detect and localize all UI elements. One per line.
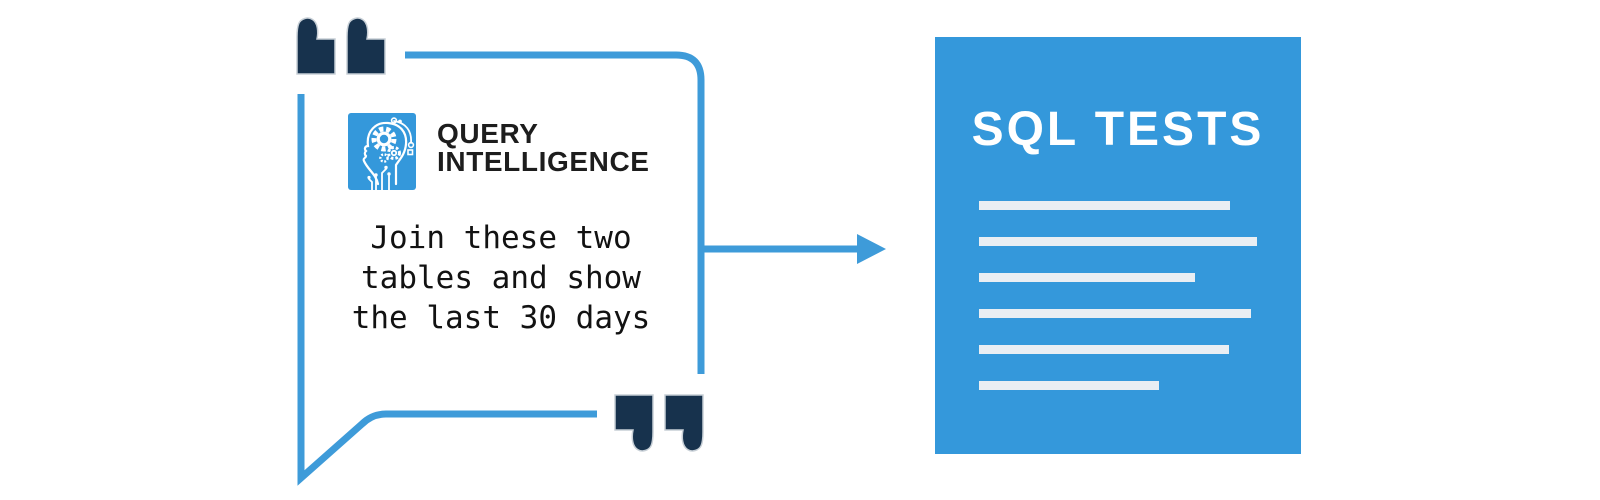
sql-tests-document: SQL TESTS (935, 37, 1301, 454)
logo-background (348, 113, 416, 190)
brand-line-2: INTELLIGENCE (437, 146, 650, 177)
text-line-bar (979, 273, 1195, 282)
prompt-line-2: tables and show (361, 260, 641, 296)
head-profile (362, 121, 408, 186)
prompt-line-3: the last 30 days (351, 300, 651, 336)
opening-double-quotes-icon (296, 17, 386, 75)
gears-icon (371, 126, 401, 163)
brand-line-1: QUERY (437, 118, 539, 149)
text-line-bar (979, 345, 1229, 354)
prompt-message: Join these two tables and show the last … (302, 218, 700, 338)
closing-double-quotes-icon (614, 394, 704, 452)
brand-name: QUERY INTELLIGENCE (437, 120, 650, 176)
query-intelligence-logo-icon (348, 113, 416, 190)
circuit-nodes (367, 117, 415, 180)
text-line-bar (979, 381, 1159, 390)
right-arrow-icon (703, 234, 886, 264)
arrow-head (857, 234, 886, 264)
prompt-line-1: Join these two (370, 220, 632, 256)
text-line-bar (979, 201, 1230, 210)
document-text-lines (979, 201, 1257, 417)
document-title: SQL TESTS (971, 103, 1265, 156)
text-line-bar (979, 237, 1257, 246)
text-line-bar (979, 309, 1251, 318)
